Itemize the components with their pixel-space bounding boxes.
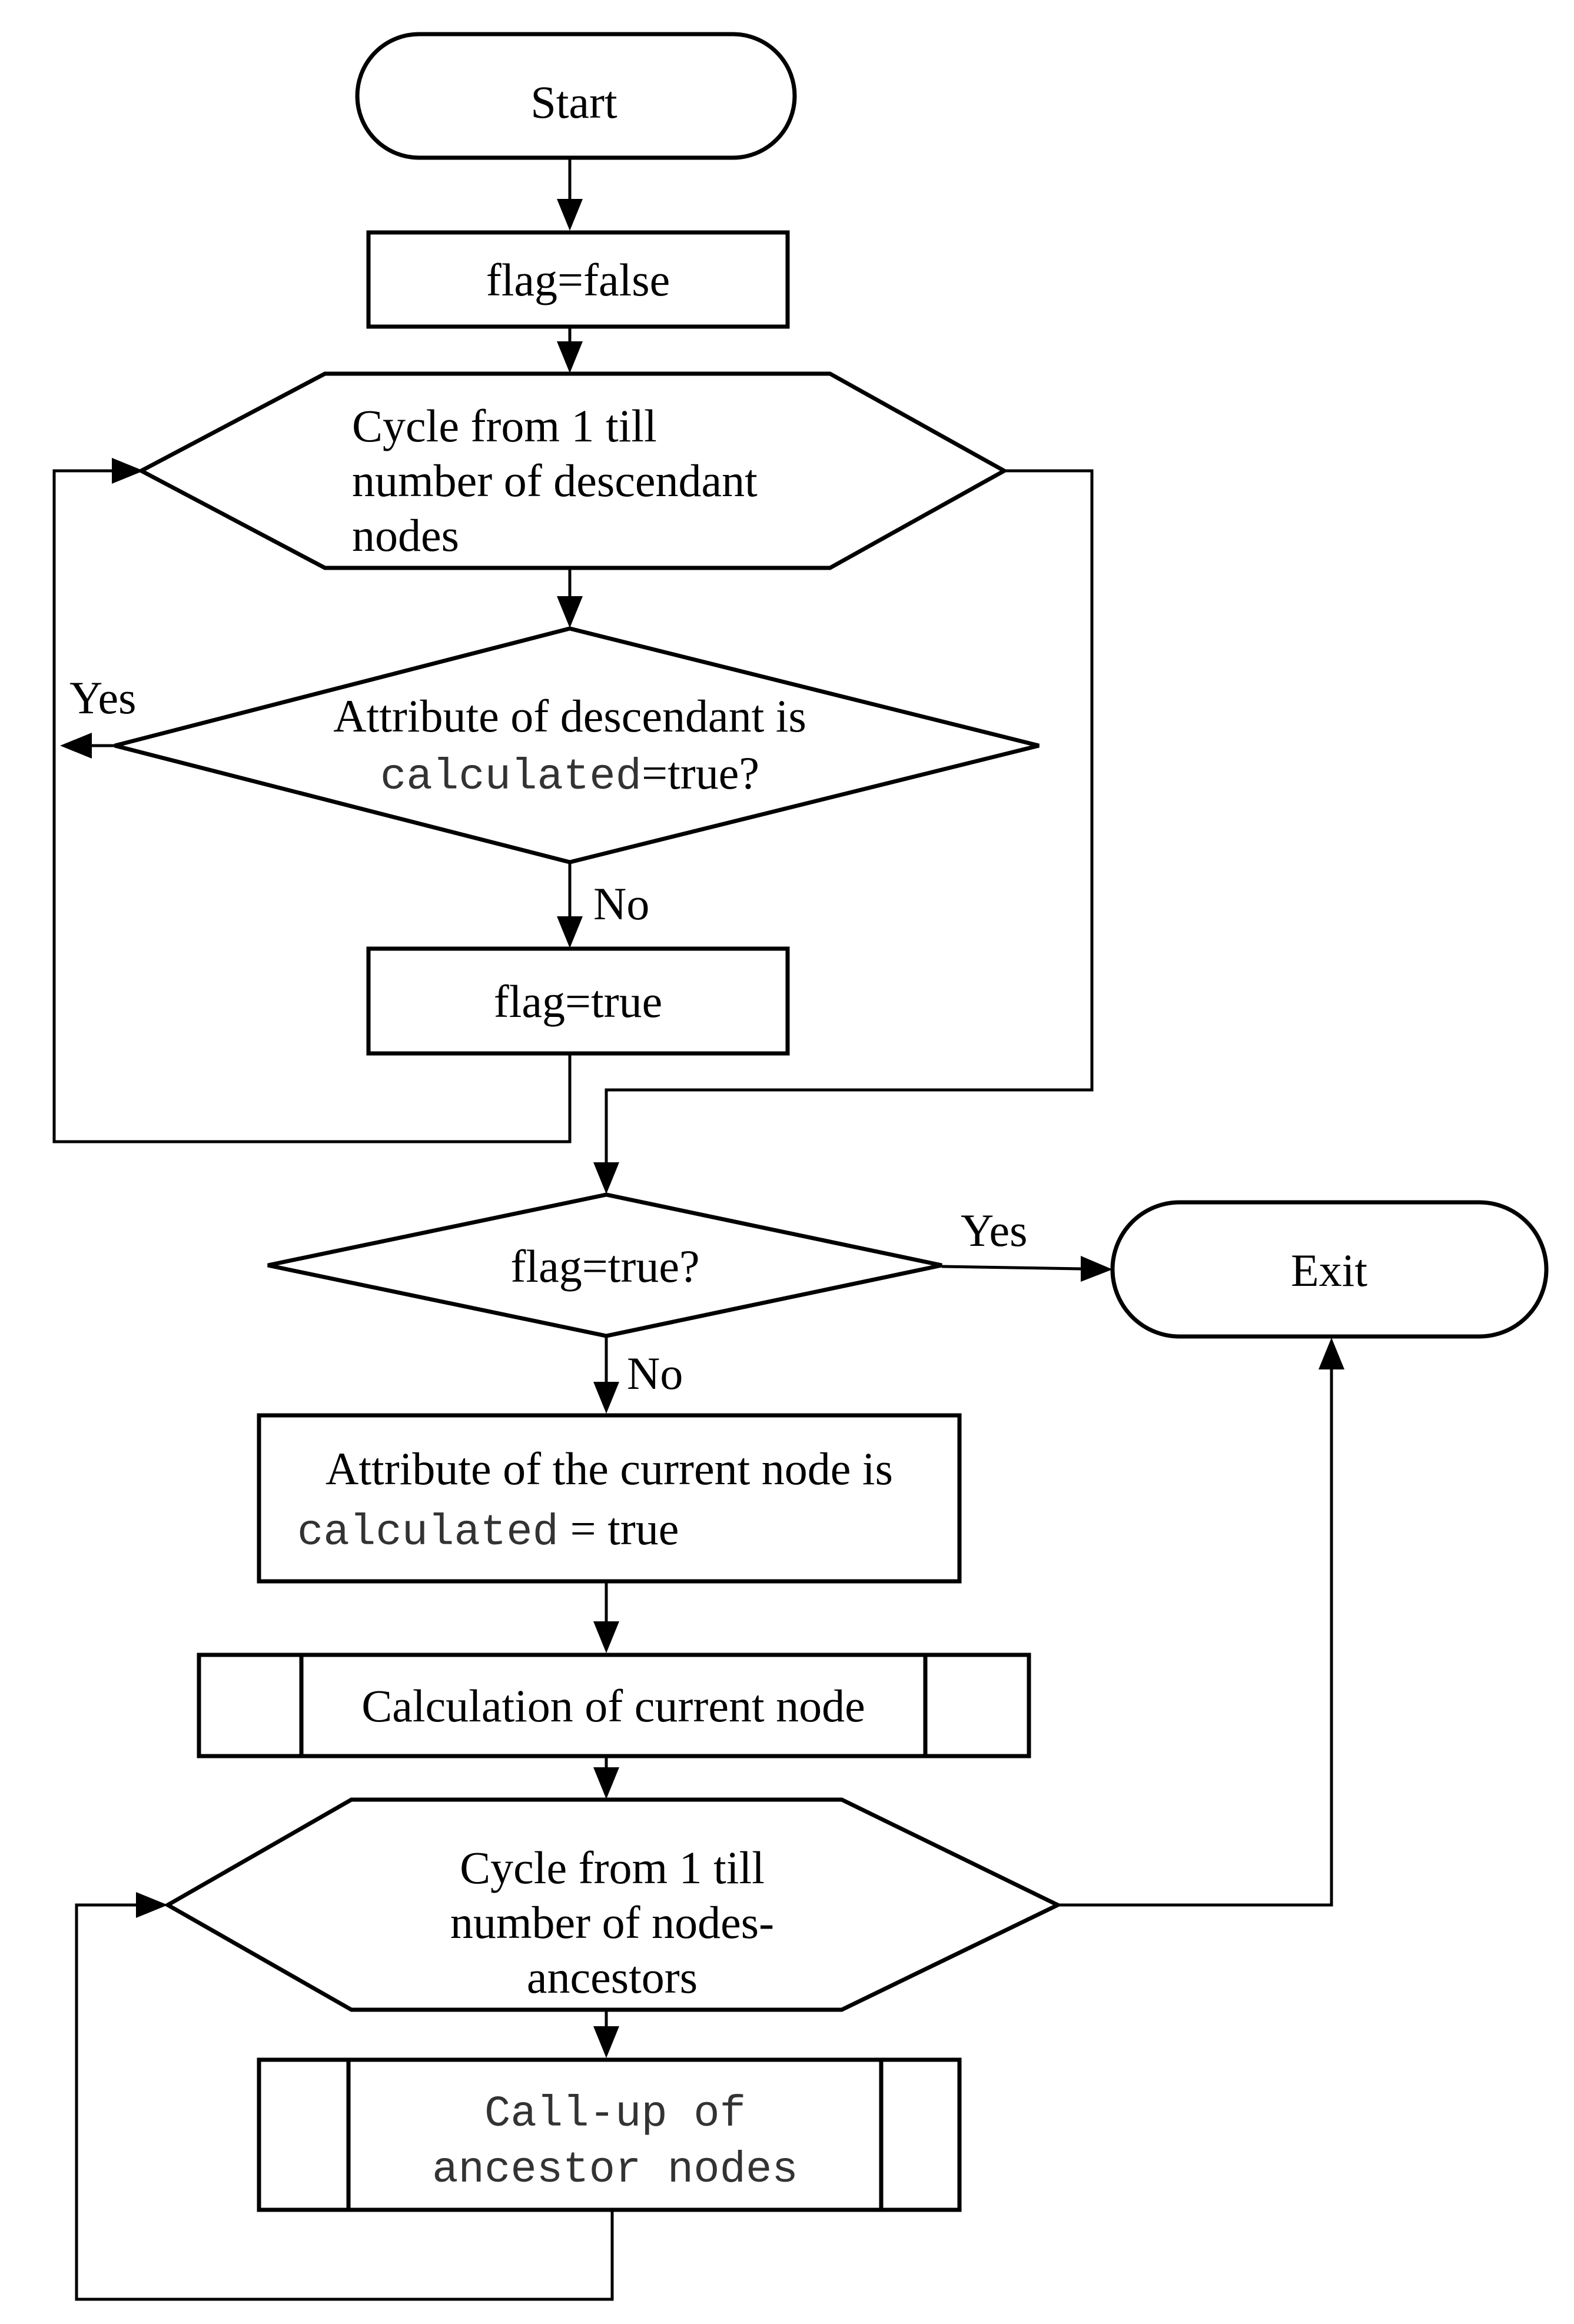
flag-no-label: No: [627, 1348, 683, 1399]
edge-loop-back-descendants: [52, 469, 572, 1143]
arrowhead-icon: [557, 916, 583, 948]
connectors: [52, 159, 1344, 2301]
init-flag-process: flag=false: [366, 230, 790, 329]
arrowhead-icon: [557, 341, 583, 373]
edge-ancestors-exit: [1058, 1369, 1333, 1907]
mark-current-rest: = true: [559, 1503, 679, 1554]
check-descendant-decision: Attribute of descendant is calculated=tr…: [114, 626, 1040, 865]
check-descendant-line-2: calculated=true?: [380, 747, 759, 802]
check-flag-label: flag=true?: [510, 1241, 699, 1292]
call-ancestors-line-1: Call-up of: [484, 2090, 746, 2139]
loop-ancestors-line-1: Cycle from 1 till: [460, 1842, 765, 1893]
loop-ancestors-hexagon: Cycle from 1 till number of nodes- ances…: [163, 1797, 1063, 2012]
check-descendant-code: calculated: [380, 753, 642, 802]
exit-label: Exit: [1291, 1245, 1367, 1296]
arrowhead-icon: [136, 1892, 168, 1918]
descendant-no-label: No: [593, 878, 649, 929]
arrowhead-icon: [60, 733, 92, 759]
set-flag-process: flag=true: [366, 946, 790, 1056]
edge-flag-yes: [941, 1265, 1081, 1271]
loop-ancestors-line-3: ancestors: [527, 1951, 698, 2003]
loop-ancestors-line-2: number of nodes-: [450, 1897, 774, 1948]
loop-descendants-line-3: nodes: [352, 510, 459, 561]
arrowhead-icon: [593, 1162, 619, 1194]
edge-loop-exit: [605, 469, 1094, 1162]
set-flag-label: flag=true: [494, 976, 663, 1027]
descendant-yes-label: Yes: [69, 672, 137, 723]
start-label: Start: [530, 77, 617, 128]
check-descendant-line-1: Attribute of descendant is: [333, 690, 806, 742]
exit-terminal: Exit: [1110, 1200, 1549, 1339]
loop-descendants-line-1: Cycle from 1 till: [352, 400, 657, 451]
init-flag-label: flag=false: [486, 254, 670, 305]
calc-current-subprocess: Calculation of current node: [197, 1653, 1031, 1758]
edge-loop-back-ancestors: [75, 1903, 614, 2301]
mark-current-line-1: Attribute of the current node is: [326, 1443, 893, 1494]
call-ancestors-line-2: ancestor nodes: [432, 2146, 798, 2195]
arrowhead-icon: [593, 1382, 619, 1414]
arrowhead-icon: [557, 199, 583, 231]
call-ancestors-subprocess: Call-up of ancestor nodes: [257, 2057, 962, 2212]
loop-descendants-line-2: number of descendant: [352, 455, 758, 506]
flag-yes-label: Yes: [961, 1205, 1028, 1256]
arrowhead-icon: [593, 1767, 619, 1799]
mark-current-code: calculated: [297, 1508, 559, 1558]
arrowhead-icon: [112, 458, 144, 484]
arrowhead-icon: [1319, 1338, 1344, 1369]
mark-current-process: Attribute of the current node is calcula…: [257, 1413, 962, 1584]
arrowhead-icon: [593, 2026, 619, 2058]
loop-descendants-hexagon: Cycle from 1 till number of descendant n…: [137, 371, 1009, 570]
arrowhead-icon: [557, 596, 583, 628]
check-flag-decision: flag=true?: [267, 1192, 942, 1338]
calc-current-label: Calculation of current node: [361, 1680, 865, 1731]
check-descendant-rest: =true?: [642, 747, 759, 799]
start-terminal: Start: [355, 32, 797, 160]
arrowhead-icon: [1081, 1256, 1113, 1282]
arrowhead-icon: [593, 1621, 619, 1653]
mark-current-line-2: calculated = true: [297, 1503, 679, 1558]
